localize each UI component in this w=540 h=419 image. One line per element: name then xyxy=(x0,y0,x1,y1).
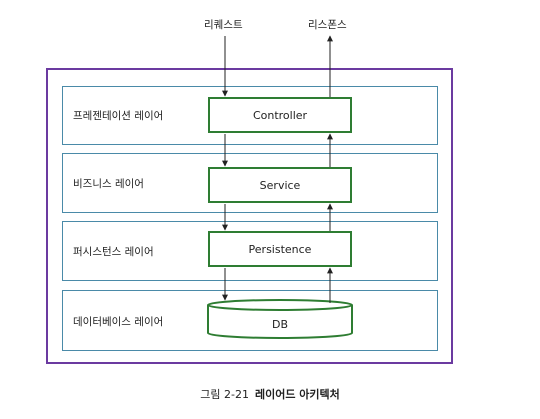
presentation-layer: 프레젠테이션 레이어 xyxy=(62,86,438,145)
figure-caption: 그림 2-21 레이어드 아키텍처 xyxy=(0,386,540,402)
controller-label: Controller xyxy=(252,108,308,122)
controller-box: Controller xyxy=(208,97,352,133)
persistence-box-label: Persistence xyxy=(248,242,312,256)
business-layer: 비즈니스 레이어 xyxy=(62,153,438,213)
business-layer-label: 비즈니스 레이어 xyxy=(73,178,144,190)
service-label: Service xyxy=(259,178,301,192)
persistence-layer-label: 퍼시스턴스 레이어 xyxy=(73,246,154,258)
database-layer: 데이터베이스 레이어 xyxy=(62,290,438,351)
persistence-box: Persistence xyxy=(208,231,352,267)
persistence-layer: 퍼시스턴스 레이어 xyxy=(62,221,438,281)
caption-number: 그림 2-21 xyxy=(200,388,249,401)
db-label-box: DB xyxy=(208,312,352,336)
db-cylinder xyxy=(207,299,353,339)
db-label: DB xyxy=(271,317,289,331)
service-box: Service xyxy=(208,167,352,203)
request-label: 리퀘스트 xyxy=(204,19,243,31)
caption-title: 레이어드 아키텍처 xyxy=(254,388,340,401)
database-layer-label: 데이터베이스 레이어 xyxy=(73,316,164,328)
architecture-container xyxy=(46,68,453,364)
presentation-layer-label: 프레젠테이션 레이어 xyxy=(73,110,164,122)
response-label: 리스폰스 xyxy=(308,19,347,31)
